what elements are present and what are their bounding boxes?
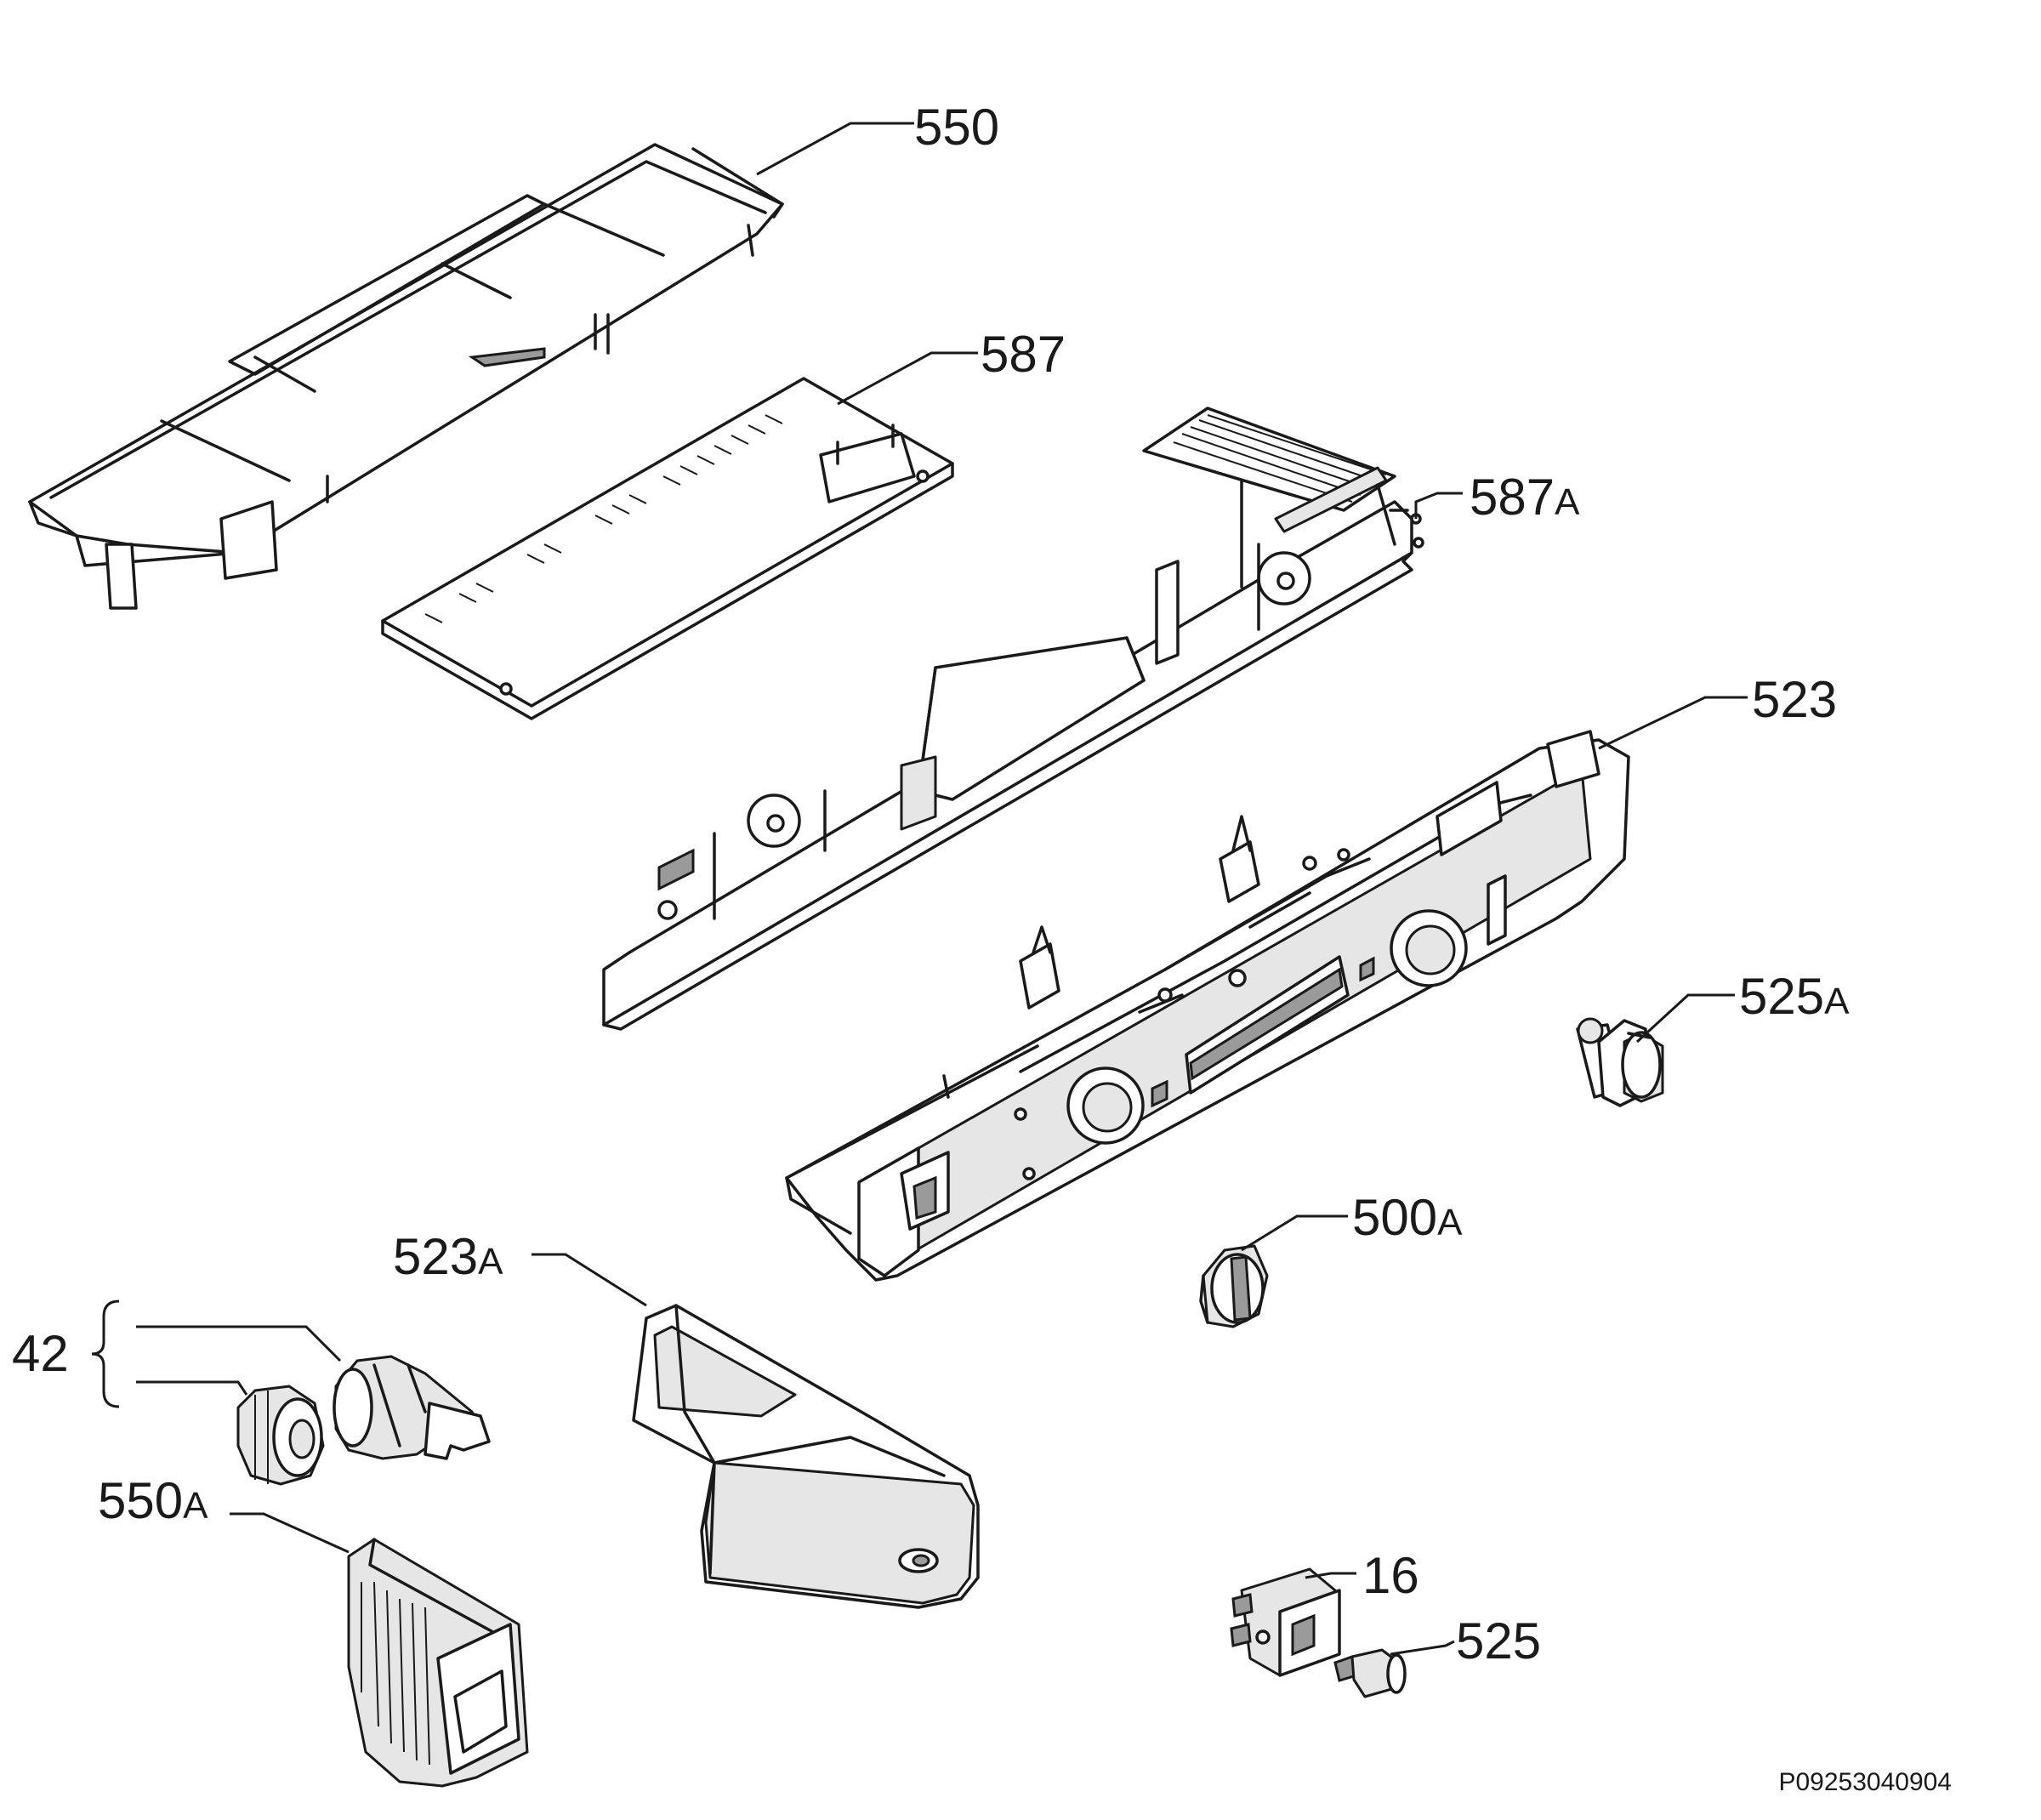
label-523: 523 <box>1752 671 1837 728</box>
leader-587a <box>1414 492 1463 519</box>
leader-550 <box>756 122 914 176</box>
label-550a: 550A <box>98 1472 208 1529</box>
part-42-switch-assembly <box>236 1355 491 1486</box>
part-500a-knob <box>1199 1244 1269 1328</box>
part-550a-end-cap <box>347 1538 529 1788</box>
part-587-circuit-board <box>381 377 954 720</box>
leader-42-top <box>136 1325 342 1362</box>
part-587a-control-board <box>602 407 1424 1031</box>
label-525a: 525A <box>1739 968 1850 1025</box>
drawing-code: P09253040904 <box>1778 1768 1952 1796</box>
label-525: 525 <box>1456 1612 1541 1669</box>
part-550-top-cover <box>28 143 784 610</box>
leader-525a <box>1635 993 1735 1044</box>
part-525a-lamp <box>1576 1017 1664 1107</box>
leader-lines <box>91 122 1748 1656</box>
part-16-rocker-switch <box>1230 1567 1341 1677</box>
leader-523a <box>532 1253 647 1307</box>
leader-500a <box>1241 1214 1348 1252</box>
leader-587 <box>837 351 978 406</box>
leader-523 <box>1598 696 1748 750</box>
part-525-lamp <box>1333 1648 1407 1698</box>
leader-525 <box>1390 1640 1455 1656</box>
part-523a-end-cap <box>632 1304 980 1609</box>
leader-550a <box>230 1512 350 1554</box>
part-523-control-housing <box>785 730 1630 1282</box>
label-587a: 587A <box>1470 469 1580 526</box>
label-550: 550 <box>914 99 999 156</box>
label-500a: 500A <box>1352 1189 1463 1246</box>
label-42: 42 <box>12 1325 69 1382</box>
brace-42 <box>91 1300 120 1408</box>
label-523a: 523A <box>393 1228 503 1285</box>
label-587: 587 <box>981 326 1066 383</box>
leader-42-bot <box>136 1380 248 1396</box>
label-16: 16 <box>1362 1547 1419 1604</box>
leader-16 <box>1305 1572 1356 1579</box>
